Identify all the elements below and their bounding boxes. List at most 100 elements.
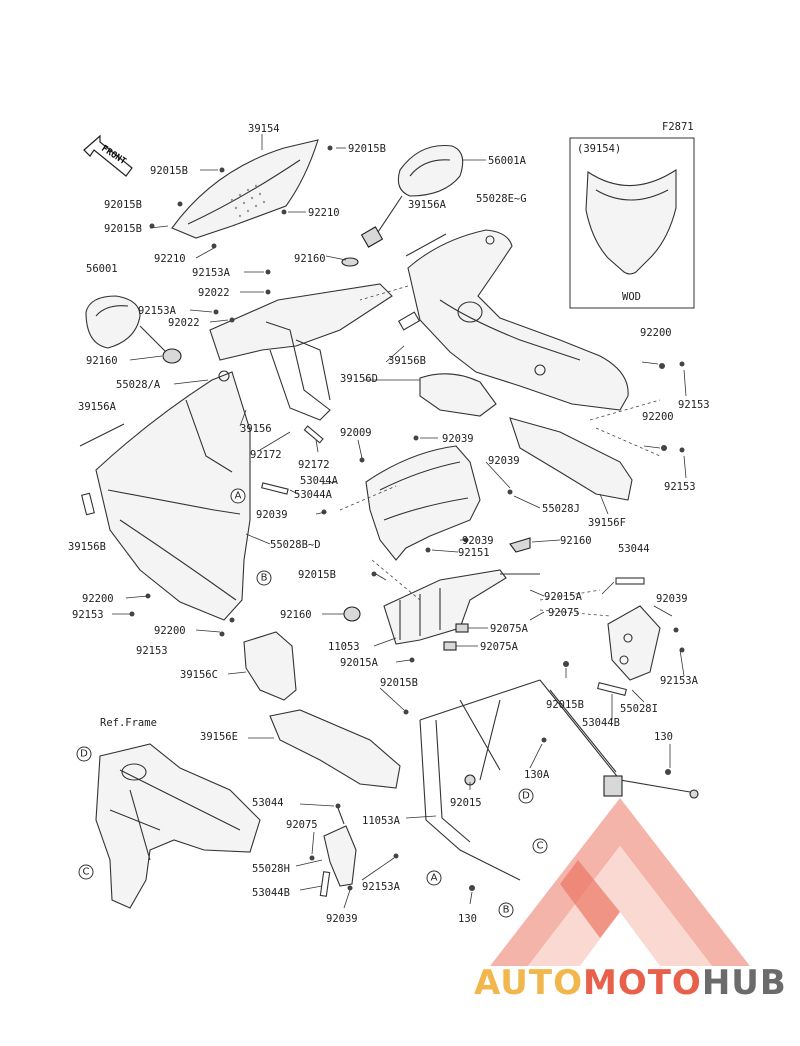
label-55028BD: 55028B~D (270, 539, 321, 551)
trim-39156A-left (79, 423, 125, 447)
label-39154: 39154 (248, 123, 280, 135)
label-56001A: 56001A (488, 155, 527, 167)
watermark-logo (490, 798, 750, 966)
label-39156B-a: 39156B (68, 541, 106, 553)
trim-39156B-top (397, 311, 421, 331)
front-arrow-icon: FRONT (83, 134, 133, 177)
callout-C-frame: C (78, 864, 94, 880)
svg-text:D: D (80, 749, 88, 760)
label-92153A-b: 92153A (138, 305, 177, 317)
label-92200-b: 92200 (642, 411, 674, 423)
label-92039-a: 92039 (442, 433, 474, 445)
label-92160-d: 92160 (280, 609, 312, 621)
label-56001: 56001 (86, 263, 118, 275)
callout-D-frame: D (76, 746, 92, 762)
label-92200-d: 92200 (154, 625, 186, 637)
label-92015B-e: 92015B (298, 569, 336, 581)
label-53044-a: 53044 (618, 543, 650, 555)
label-92160-b: 92160 (86, 355, 118, 367)
label-92015B-g: 92015B (546, 699, 584, 711)
svg-text:A: A (431, 873, 438, 884)
inset-bottom-label: WOD (622, 291, 641, 303)
mirror-left (85, 295, 182, 364)
label-55028A: 55028/A (116, 379, 161, 391)
label-53044B-b: 53044B (252, 887, 290, 899)
label-53044B-a: 53044B (582, 717, 620, 729)
label-11053: 11053 (328, 641, 360, 653)
watermark-hub: HUB (702, 963, 787, 1003)
label-92153-c: 92153 (72, 609, 104, 621)
label-92200-c: 92200 (82, 593, 114, 605)
svg-text:B: B (503, 905, 510, 916)
callout-A-lower: A (426, 870, 442, 886)
svg-text:C: C (83, 867, 90, 878)
label-39156C: 39156C (180, 669, 218, 681)
trim-39156A-top (405, 233, 447, 257)
label-92009: 92009 (340, 427, 372, 439)
inset-top-label: (39154) (577, 143, 621, 155)
label-92153A-c: 92153A (660, 675, 699, 687)
pad-39156C (243, 631, 297, 701)
assembly-lines (339, 285, 661, 617)
label-92039-e: 92039 (656, 593, 688, 605)
callout-D-lower: D (518, 788, 534, 804)
label-92015B-b: 92015B (348, 143, 386, 155)
label-92075-a: 92075 (548, 607, 580, 619)
label-92039-c: 92039 (256, 509, 288, 521)
label-55028EG: 55028E~G (476, 193, 527, 205)
label-92039-d: 92039 (462, 535, 494, 547)
label-53044A-b: 53044A (294, 489, 333, 501)
label-39156E: 39156E (200, 731, 238, 743)
label-92022-a: 92022 (198, 287, 230, 299)
label-11053A: 11053A (362, 815, 401, 827)
label-92151: 92151 (458, 547, 490, 559)
label-92075A-a: 92075A (490, 623, 529, 635)
label-92015B-d: 92015B (104, 223, 142, 235)
bolt-53044 (615, 577, 645, 585)
label-92015A-b: 92015A (340, 657, 379, 669)
callout-B-lower: B (498, 902, 514, 918)
label-92153-b: 92153 (664, 481, 696, 493)
meter-panel (365, 445, 481, 561)
small-bracket (323, 825, 357, 887)
grommet-92160-mid (343, 606, 361, 622)
label-39156: 39156 (240, 423, 272, 435)
label-55028H: 55028H (252, 863, 290, 875)
label-39156D: 39156D (340, 373, 378, 385)
windshield-part (171, 139, 319, 239)
label-55028J: 55028J (542, 503, 580, 515)
label-92210-b: 92210 (154, 253, 186, 265)
label-92160-c: 92160 (560, 535, 592, 547)
callout-B-upper: B (256, 570, 272, 586)
label-92039-b: 92039 (488, 455, 520, 467)
label-130A: 130A (524, 769, 550, 781)
label-130-a: 130 (654, 731, 673, 743)
label-55028I: 55028I (620, 703, 658, 715)
callout-C-lower: C (532, 838, 548, 854)
headlight-bracket (383, 569, 507, 645)
label-92022-b: 92022 (168, 317, 200, 329)
windshield-texture (230, 184, 266, 218)
label-92015B-c: 92015B (104, 199, 142, 211)
label-92172-a: 92172 (250, 449, 282, 461)
label-92015B-f: 92015B (380, 677, 418, 689)
upper-inner-cowl (209, 283, 393, 361)
label-53044-b: 53044 (252, 797, 284, 809)
nut-92075A-a (455, 623, 469, 633)
grommet-92160-top (341, 257, 359, 267)
label-92153A-a: 92153A (192, 267, 231, 279)
ref-frame-label: Ref.Frame (100, 717, 157, 729)
label-39156F: 39156F (588, 517, 626, 529)
watermark-text: AUTOMOTOHUB (474, 963, 787, 1003)
watermark-auto: AUTO (474, 963, 583, 1003)
label-92075-b: 92075 (286, 819, 318, 831)
svg-text:D: D (522, 791, 530, 802)
leader-lines (112, 134, 687, 909)
left-side-cowl (95, 371, 251, 621)
svg-text:B: B (261, 573, 268, 584)
label-92153-d: 92153 (136, 645, 168, 657)
label-92015: 92015 (450, 797, 482, 809)
label-53044A-a: 53044A (300, 475, 339, 487)
label-39156A-b: 39156A (78, 401, 117, 413)
